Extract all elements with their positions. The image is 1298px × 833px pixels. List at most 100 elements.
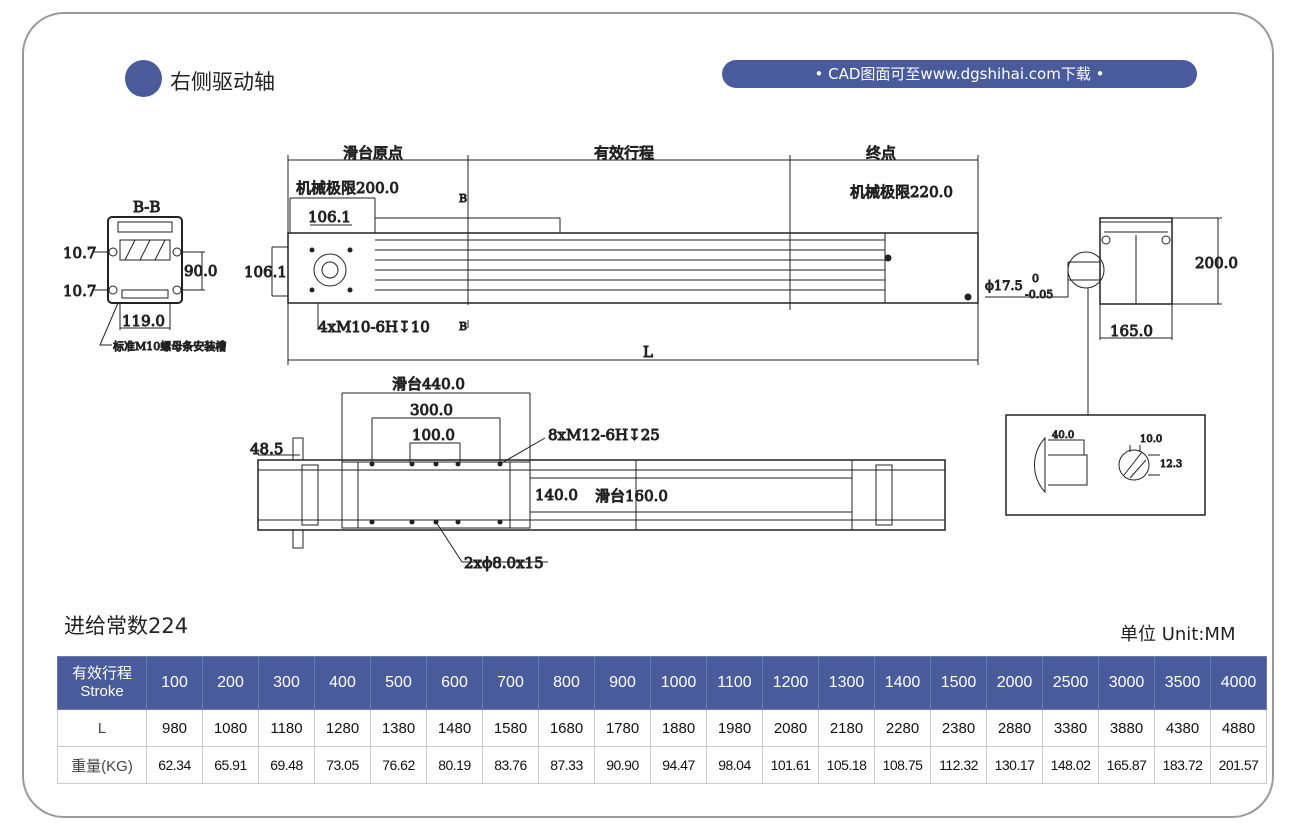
shaft-diameter: ϕ17.5 [985,279,1023,294]
stroke-cell: 100 [146,656,203,710]
tolerance-lower: -0.05 [1025,288,1053,301]
stroke-cell: 1300 [818,656,875,710]
slot-note: 标准M10螺母条安装槽 [113,339,226,353]
dim-119: 119.0 [122,312,165,330]
dim-165: 165.0 [1110,322,1153,340]
limit-left: 机械极限200.0 [296,179,399,197]
weight-cell: 148.02 [1042,746,1099,784]
section-label: B-B [133,198,160,216]
L-cell: 2380 [930,709,987,747]
length-label: L [643,343,653,361]
L-cell: 1680 [538,709,595,747]
dim-200: 200.0 [1195,254,1238,272]
L-cell: 1180 [258,709,315,747]
weight-cell: 69.48 [258,746,315,784]
weight-cell: 108.75 [874,746,931,784]
holes-m12-note: 8xM12-6H↧25 [548,426,660,444]
stroke-cell: 400 [314,656,371,710]
weight-cell: 76.62 [370,746,427,784]
slide-160: 滑台160.0 [595,487,668,505]
top-view: 滑台原点 有效行程 终点 机械极限200.0 机械极限220.0 106.1 1… [244,144,979,365]
dim-48-5: 48.5 [250,440,283,458]
L-cell: 1980 [706,709,763,747]
L-cell: 1880 [650,709,707,747]
weight-cell: 183.72 [1154,746,1211,784]
dim-106-horizontal: 106.1 [308,208,351,226]
weight-cell: 165.87 [1098,746,1155,784]
b-marker-bottom: B [459,320,467,333]
unit-label: 单位 Unit:MM [1120,624,1236,645]
stroke-cell: 1400 [874,656,931,710]
stroke-cell: 1100 [706,656,763,710]
L-cell: 2180 [818,709,875,747]
label-origin: 滑台原点 [343,144,403,162]
L-cell: 1580 [482,709,539,747]
L-cell: 2280 [874,709,931,747]
L-cell: 1280 [314,709,371,747]
b-marker-top: B [459,192,467,205]
stroke-cell: 700 [482,656,539,710]
holes-m10-note: 4xM10-6H↧10 [318,318,430,336]
detail-dim-12-3: 12.3 [1160,459,1182,470]
row-label-length: L [57,709,147,747]
weight-cell: 80.19 [426,746,483,784]
bottom-view: 滑台440.0 300.0 100.0 8xM12-6H↧25 48.5 140… [250,375,946,573]
limit-right: 机械极限220.0 [850,183,953,201]
section-view-bb: B-B 10.7 10.7 90.0 119.0 标准M10螺母条安装槽 [63,198,227,354]
L-cell: 3880 [1098,709,1155,747]
stroke-cell: 200 [202,656,259,710]
weight-cell: 73.05 [314,746,371,784]
stroke-cell: 600 [426,656,483,710]
L-cell: 4380 [1154,709,1211,747]
stroke-cell: 2000 [986,656,1043,710]
stroke-cell: 3000 [1098,656,1155,710]
stroke-cell: 900 [594,656,651,710]
dim-106-vertical: 106.1 [244,263,287,281]
weight-cell: 130.17 [986,746,1043,784]
L-cell: 1480 [426,709,483,747]
weight-cell: 83.76 [482,746,539,784]
L-cell: 2080 [762,709,819,747]
stroke-cell: 300 [258,656,315,710]
weight-cell: 101.61 [762,746,819,784]
side-view: ϕ17.5 0 -0.05 200.0 165.0 40.0 10.0 12.3 [985,217,1238,516]
dim-10-7-bottom: 10.7 [63,282,96,300]
header-stroke-cn: 有效行程 [71,665,132,682]
stroke-cell: 500 [370,656,427,710]
dim-300: 300.0 [410,401,453,419]
dim-10-7-top: 10.7 [63,244,96,262]
download-banner[interactable]: • CAD图面可至www.dgshihai.com下载 • [722,60,1197,88]
L-cell: 1780 [594,709,651,747]
weight-cell: 105.18 [818,746,875,784]
page-border [22,12,1274,818]
weight-cell: 98.04 [706,746,763,784]
weight-cell: 87.33 [538,746,595,784]
page-title: 右侧驱动轴 [170,70,275,94]
stroke-cell: 2500 [1042,656,1099,710]
stroke-cell: 3500 [1154,656,1211,710]
L-cell: 3380 [1042,709,1099,747]
stroke-cell: 1000 [650,656,707,710]
feed-constant: 进给常数224 [64,614,189,638]
weight-cell: 90.90 [594,746,651,784]
dim-140: 140.0 [535,486,578,504]
row-label-weight: 重量(KG) [57,746,147,784]
stroke-cell: 1200 [762,656,819,710]
L-cell: 980 [146,709,203,747]
label-end: 终点 [866,144,896,162]
title-bullet-icon [125,60,162,97]
weight-cell: 62.34 [146,746,203,784]
detail-dim-10: 10.0 [1140,434,1162,445]
L-cell: 1080 [202,709,259,747]
label-stroke: 有效行程 [594,144,654,162]
weight-cell: 94.47 [650,746,707,784]
header-stroke-en: Stroke [80,683,124,700]
tolerance-upper: 0 [1032,272,1039,285]
L-cell: 1380 [370,709,427,747]
